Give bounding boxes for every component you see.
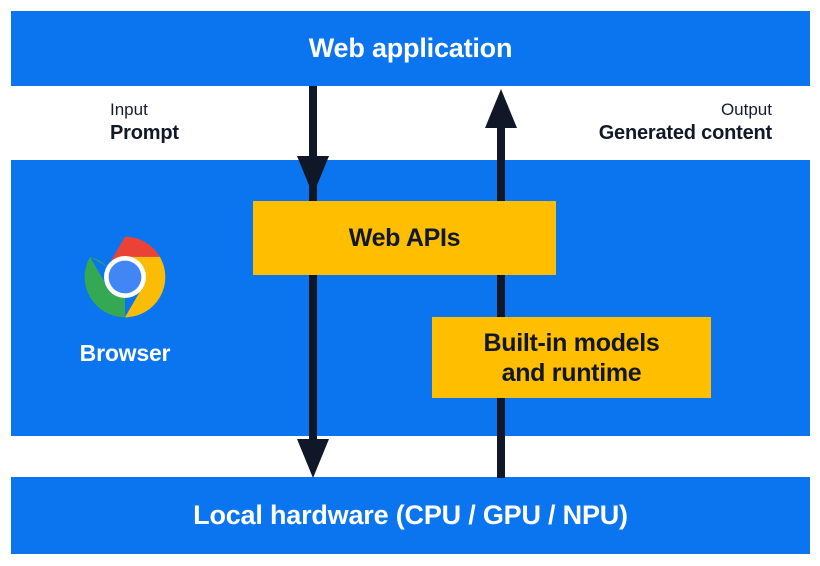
output-label-group: Output Generated content: [598, 100, 773, 145]
box-web-apis-label: Web APIs: [348, 224, 461, 252]
generated-content-flow-arrow: [485, 89, 517, 478]
box-builtin-models-line1: Built-in models: [483, 328, 660, 357]
output-value-label: Generated content: [598, 121, 773, 144]
layer-web-application-label: Web application: [308, 33, 513, 63]
input-kind-label: Input: [110, 100, 148, 119]
box-builtin-models-line2: and runtime: [501, 358, 642, 387]
input-value-label: Prompt: [110, 121, 179, 144]
box-builtin-models[interactable]: Built-in models and runtime: [432, 317, 711, 398]
box-web-apis[interactable]: Web APIs: [253, 201, 556, 275]
box-builtin-models-label: Built-in models and runtime: [483, 328, 659, 388]
layer-web-application: Web application: [11, 11, 810, 86]
browser-caption-label: Browser: [79, 340, 171, 366]
layer-local-hardware: Local hardware (CPU / GPU / NPU): [11, 477, 810, 554]
chrome-logo-icon: [84, 236, 166, 318]
prompt-flow-arrow: [297, 86, 329, 478]
input-label-group: Input Prompt: [110, 100, 179, 145]
layer-local-hardware-label: Local hardware (CPU / GPU / NPU): [193, 500, 628, 530]
output-kind-label: Output: [720, 100, 772, 119]
